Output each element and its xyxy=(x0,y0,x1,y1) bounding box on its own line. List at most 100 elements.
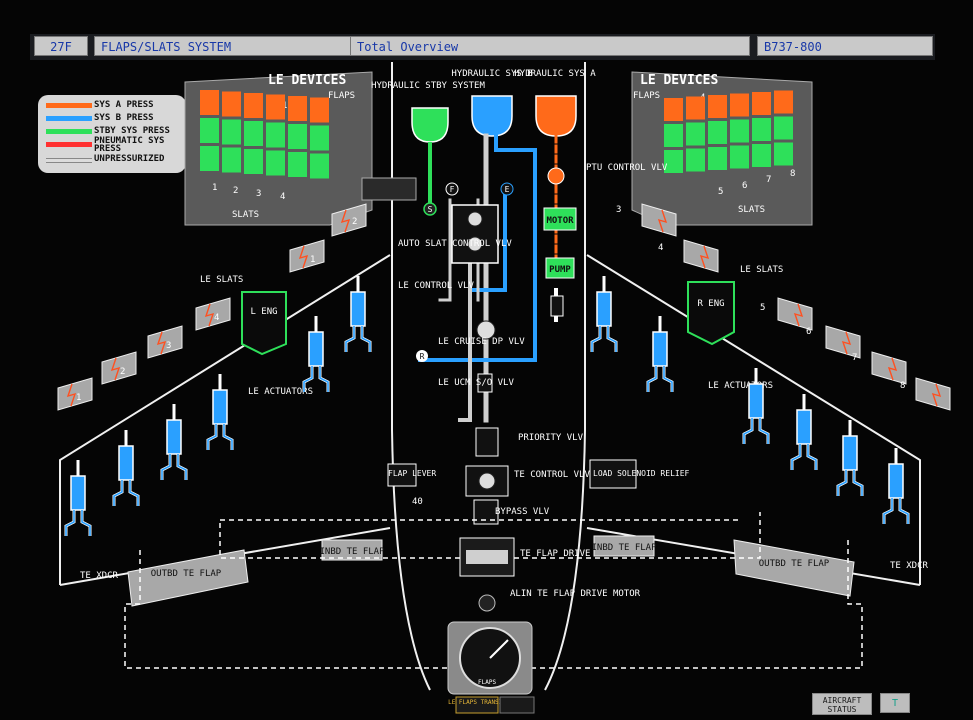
ata-code-field[interactable]: 27F xyxy=(34,36,88,56)
le-ucm-valve xyxy=(477,373,493,393)
priority-valve xyxy=(475,427,499,457)
legend-swatch-stby xyxy=(46,129,92,134)
le-devices-title: LE DEVICES xyxy=(640,73,718,88)
te-drive-unit-gear xyxy=(466,550,508,564)
slat-num: 1 xyxy=(212,183,217,193)
center-valves: 40 xyxy=(387,204,637,612)
stby-reservoir xyxy=(411,107,449,143)
le-devices-right-panel: LE DEVICES FLAPS 3 4 SLATS 5 6 7 8 xyxy=(631,71,813,226)
legend-swatch-unpressurized xyxy=(46,158,92,163)
device-cell xyxy=(730,119,749,143)
engines: L ENG R ENG xyxy=(241,281,735,356)
flap-gauge-needle xyxy=(489,639,509,659)
f-node-label: F xyxy=(450,185,455,194)
load-relief-label: LOAD SOLENOID RELIEF xyxy=(593,469,690,478)
le-control-label: LE CONTROL VLV xyxy=(398,281,474,291)
device-cell xyxy=(266,122,285,148)
te-drive-lines xyxy=(124,512,863,669)
center-labels: AUTO SLAT CONTROL VLV LE CONTROL VLV LE … xyxy=(388,163,690,599)
flap-lever-box xyxy=(387,463,417,487)
flap-lever-value: 40 xyxy=(412,497,423,507)
te-xdcr-left-label: TE XDCR xyxy=(80,571,119,581)
svg-text:4: 4 xyxy=(658,243,663,253)
flaps-label: FLAPS xyxy=(328,91,355,101)
le-cruise-valve xyxy=(476,320,496,340)
outbd-flap-left-label: OUTBD TE FLAP xyxy=(151,569,222,579)
t-button[interactable]: T xyxy=(880,693,910,713)
slat-num: 3 xyxy=(256,189,261,199)
load-relief-box xyxy=(589,459,637,489)
flap-gauge-label: FLAPS xyxy=(478,679,496,686)
fuselage-outline xyxy=(391,62,586,691)
left-engine xyxy=(241,291,287,356)
device-cell xyxy=(288,124,307,149)
device-cell xyxy=(686,148,705,172)
legend-label: UNPRESSURIZED xyxy=(94,154,165,164)
device-cell xyxy=(288,96,307,121)
te-control-knob xyxy=(478,472,496,490)
center-r-nodes: R F E xyxy=(416,182,514,362)
aircraft-type-field[interactable]: B737-800 xyxy=(757,36,933,56)
le-slats-right-label: LE SLATS xyxy=(740,265,783,275)
device-cell xyxy=(266,94,285,120)
le-actuators-left-label: LE ACTUATORS xyxy=(248,387,313,397)
left-device-grid xyxy=(200,90,329,179)
slat-num: 6 xyxy=(742,181,747,191)
e-node xyxy=(500,182,514,196)
r-eng-label: R ENG xyxy=(697,299,724,309)
color-legend: SYS A PRESS SYS B PRESS STBY SYS PRESS P… xyxy=(38,95,186,173)
device-cell xyxy=(310,125,329,151)
wing-labels: LE SLATS LE ACTUATORS LE SLATS LE ACTUAT… xyxy=(80,265,929,581)
auto-slat-label: AUTO SLAT CONTROL VLV xyxy=(398,239,512,249)
device-cell xyxy=(200,118,219,143)
auto-slat-valve-block xyxy=(451,204,499,264)
device-cell xyxy=(730,145,749,169)
valve-knob xyxy=(467,236,483,252)
motor-label: MOTOR xyxy=(546,216,574,226)
system-title-field[interactable]: FLAPS/SLATS SYSTEM xyxy=(94,36,374,56)
device-cell xyxy=(730,93,749,117)
inbd-te-flap-left xyxy=(321,539,383,561)
svg-text:3: 3 xyxy=(616,205,621,215)
right-device-grid xyxy=(664,90,793,173)
le-slats-left-label: LE SLATS xyxy=(200,275,243,285)
flaps-label: FLAPS xyxy=(633,91,660,101)
check-valve xyxy=(550,295,564,317)
le-ucm-label: LE UCM S/O VLV xyxy=(438,378,514,388)
device-cell xyxy=(708,95,727,118)
stby-label: HYDRAULIC STBY SYSTEM xyxy=(371,81,485,91)
pump-box xyxy=(545,257,575,279)
device-cell xyxy=(686,96,705,120)
device-cell xyxy=(774,90,793,114)
legend-swatch-sys-a xyxy=(46,103,92,108)
f-node xyxy=(445,182,459,196)
view-title-field[interactable]: Total Overview xyxy=(350,36,750,56)
svg-text:7: 7 xyxy=(852,353,857,363)
le-flaps-transit-light xyxy=(455,696,499,714)
legend-label: STBY SYS PRESS xyxy=(94,126,170,136)
slat-num: 8 xyxy=(790,169,795,179)
le-devices-title: LE DEVICES xyxy=(268,73,346,88)
te-control-label: TE CONTROL VLV xyxy=(514,470,590,480)
le-flaps-transit-label: LE FLAPS TRANSIT xyxy=(448,699,506,706)
legend-swatch-sys-b xyxy=(46,116,92,121)
ptu-motor-pump: MOTOR PUMP xyxy=(543,167,577,317)
ptu-label: PTU CONTROL VLV xyxy=(586,163,668,173)
legend-label: SYS B PRESS xyxy=(94,113,154,123)
s-node-label: S xyxy=(428,205,433,214)
aircraft-status-button[interactable]: AIRCRAFT STATUS xyxy=(812,693,872,715)
drive-unit-label: TE FLAP DRIVE UNIT xyxy=(520,549,618,559)
right-actuators xyxy=(590,274,910,526)
device-cell xyxy=(222,119,241,145)
device-cell xyxy=(752,118,771,141)
svg-text:1: 1 xyxy=(76,393,81,403)
flap-position-indicator: FLAPS LE FLAPS TRANSIT xyxy=(447,621,535,714)
sys-b-reservoir xyxy=(471,95,513,137)
legend-label: PNEUMATIC SYS PRESS xyxy=(94,136,165,154)
svg-text:5: 5 xyxy=(760,303,765,313)
device-cell xyxy=(310,97,329,123)
inbd-te-flap-right xyxy=(593,535,655,557)
r-node xyxy=(416,350,428,362)
priority-label: PRIORITY VLV xyxy=(518,433,584,443)
